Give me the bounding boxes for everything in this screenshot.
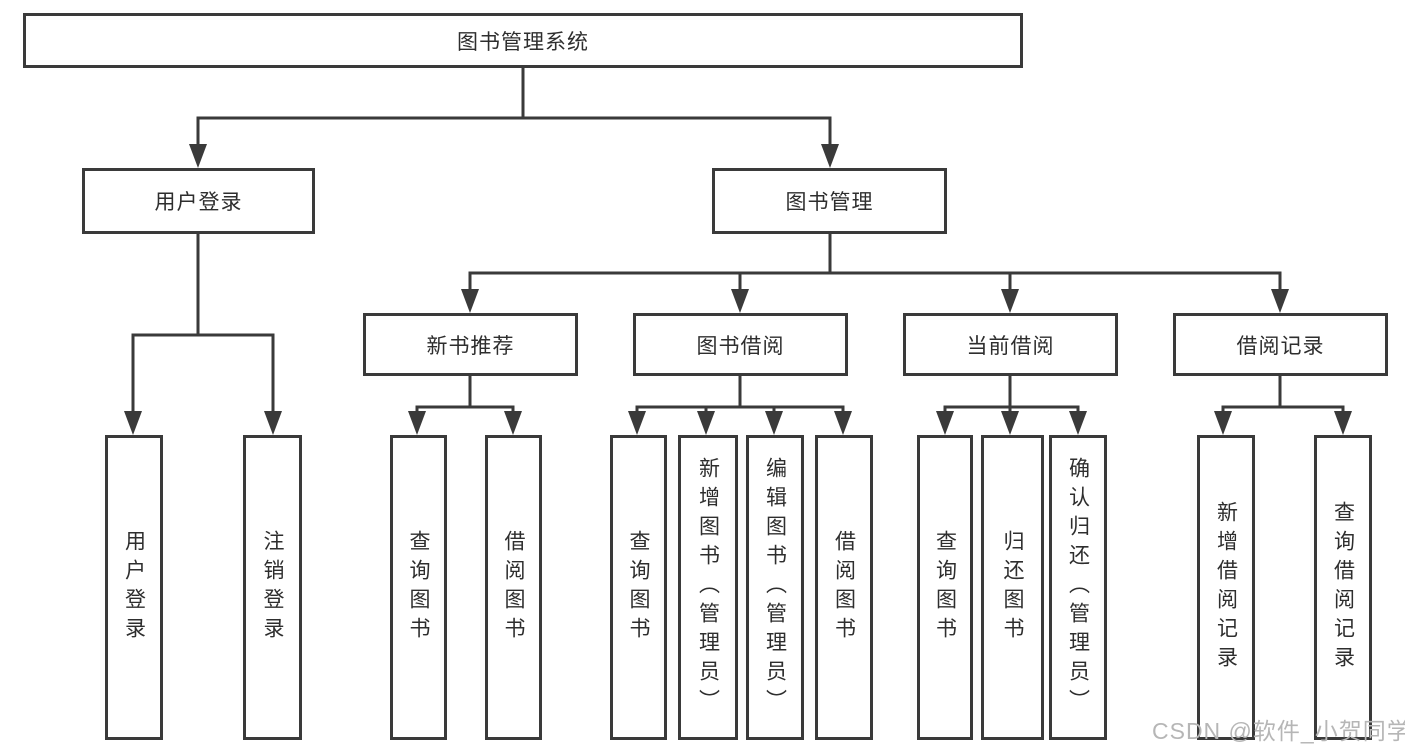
leaf-query-books-recommend: 查询图书: [390, 435, 447, 740]
leaf-query-books-current: 查询图书: [917, 435, 973, 740]
leaf-return-books: 归还图书: [981, 435, 1044, 740]
node-label: 查询图书: [933, 529, 957, 646]
node-label: 新增图书（管理员）: [696, 457, 720, 718]
node-label: 查询图书: [407, 529, 430, 646]
node-label: 用户登录: [122, 529, 146, 646]
node-label: 注销登录: [261, 529, 284, 646]
node-label: 新书推荐: [426, 334, 515, 358]
node-label: 图书管理系统: [457, 30, 589, 54]
node-label: 图书借阅: [696, 334, 785, 358]
leaf-confirm-return-admin: 确认归还（管理员）: [1049, 435, 1107, 740]
node-label: 确认归还（管理员）: [1066, 457, 1090, 718]
leaf-edit-books-admin: 编辑图书（管理员）: [746, 435, 804, 740]
node-book-management: 图书管理: [712, 168, 947, 234]
leaf-logout: 注销登录: [243, 435, 302, 740]
node-label: 归还图书: [1001, 529, 1024, 646]
node-new-book-recommendation: 新书推荐: [363, 313, 578, 376]
node-label: 借阅记录: [1236, 334, 1325, 358]
node-label: 新增借阅记录: [1214, 500, 1238, 675]
node-label: 图书管理: [785, 191, 874, 214]
node-current-borrowing: 当前借阅: [903, 313, 1118, 376]
node-label: 查询图书: [627, 529, 650, 646]
leaf-borrow-books-recommend: 借阅图书: [485, 435, 542, 740]
node-book-borrowing: 图书借阅: [633, 313, 848, 376]
leaf-add-borrow-record: 新增借阅记录: [1197, 435, 1255, 740]
node-borrowing-records: 借阅记录: [1173, 313, 1388, 376]
leaf-user-login: 用户登录: [105, 435, 163, 740]
node-label: 当前借阅: [966, 334, 1055, 358]
node-user-login: 用户登录: [82, 168, 315, 234]
node-label: 查询借阅记录: [1331, 500, 1355, 675]
leaf-query-books-borrowing: 查询图书: [610, 435, 667, 740]
node-root-library-management-system: 图书管理系统: [23, 13, 1023, 68]
leaf-borrow-books: 借阅图书: [815, 435, 873, 740]
node-label: 编辑图书（管理员）: [763, 457, 787, 718]
node-label: 借阅图书: [502, 529, 525, 646]
leaf-query-borrow-record: 查询借阅记录: [1314, 435, 1372, 740]
node-label: 用户登录: [154, 191, 243, 214]
csdn-watermark: CSDN @软件_小贺同学: [1152, 718, 1405, 744]
leaf-add-books-admin: 新增图书（管理员）: [678, 435, 738, 740]
arrowheads: [124, 144, 1352, 435]
node-label: 借阅图书: [832, 529, 856, 646]
